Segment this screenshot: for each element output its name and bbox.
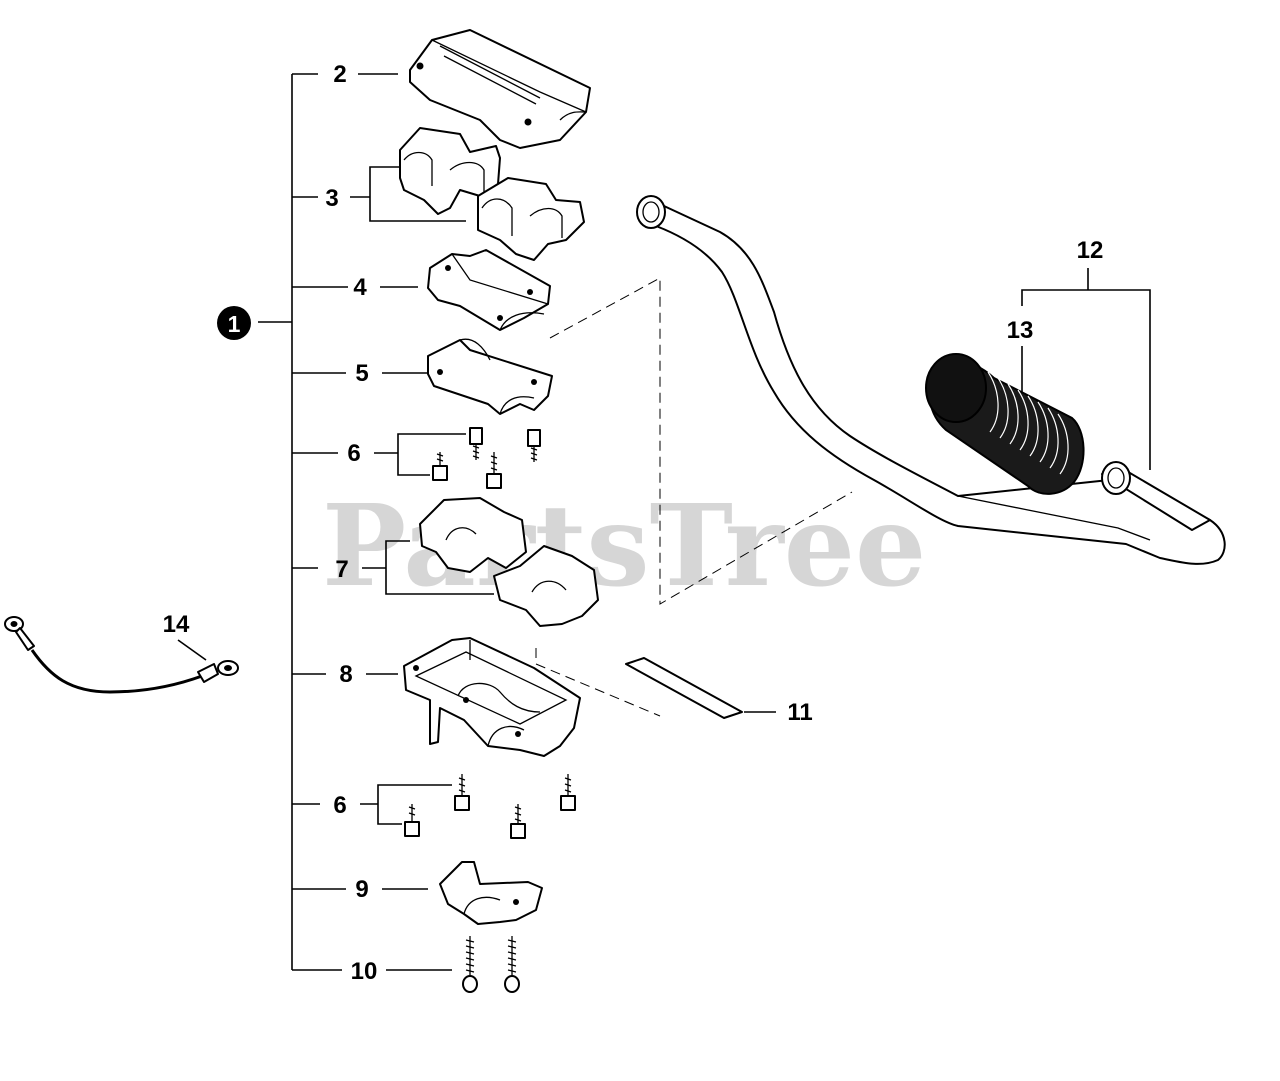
assembly-dashed-lines — [535, 277, 853, 717]
part-9-bracket — [439, 861, 543, 925]
watermark: PartsTree — [322, 481, 926, 612]
part-4-upper-clamp — [427, 249, 551, 331]
callout-4: 4 — [353, 274, 367, 301]
callout-3: 3 — [325, 185, 338, 212]
part-12-handle-bar — [636, 195, 1226, 565]
callout-5: 5 — [355, 360, 368, 387]
callout-12: 12 — [1077, 237, 1104, 264]
callout-6-lower: 6 — [333, 792, 346, 819]
callout-13: 13 — [1007, 317, 1034, 344]
part-13-grip — [925, 353, 1085, 495]
callout-7: 7 — [335, 556, 348, 583]
assembly-bracket — [258, 73, 348, 971]
part-11-label — [625, 657, 743, 719]
part-8-housing — [403, 637, 581, 757]
callout-9: 9 — [355, 876, 368, 903]
part-14-ground-wire — [4, 616, 239, 694]
svg-text:1: 1 — [228, 311, 241, 337]
callout-14: 14 — [163, 611, 190, 638]
callout-2: 2 — [333, 61, 346, 88]
assembly-callout-1: 1 — [217, 306, 251, 340]
part-6-screws-lower — [404, 774, 576, 839]
part-7-lower-dampers — [419, 497, 599, 627]
part-5-clamp-base — [427, 338, 553, 415]
part-2-top-cover — [409, 29, 591, 149]
part-10-long-screws — [462, 936, 520, 993]
part-6-screws-upper — [432, 427, 541, 489]
callout-10: 10 — [351, 958, 378, 985]
callout-6-upper: 6 — [347, 440, 360, 467]
callout-8: 8 — [339, 661, 352, 688]
callout-11: 11 — [787, 699, 812, 726]
part-3-dampers — [399, 127, 585, 261]
